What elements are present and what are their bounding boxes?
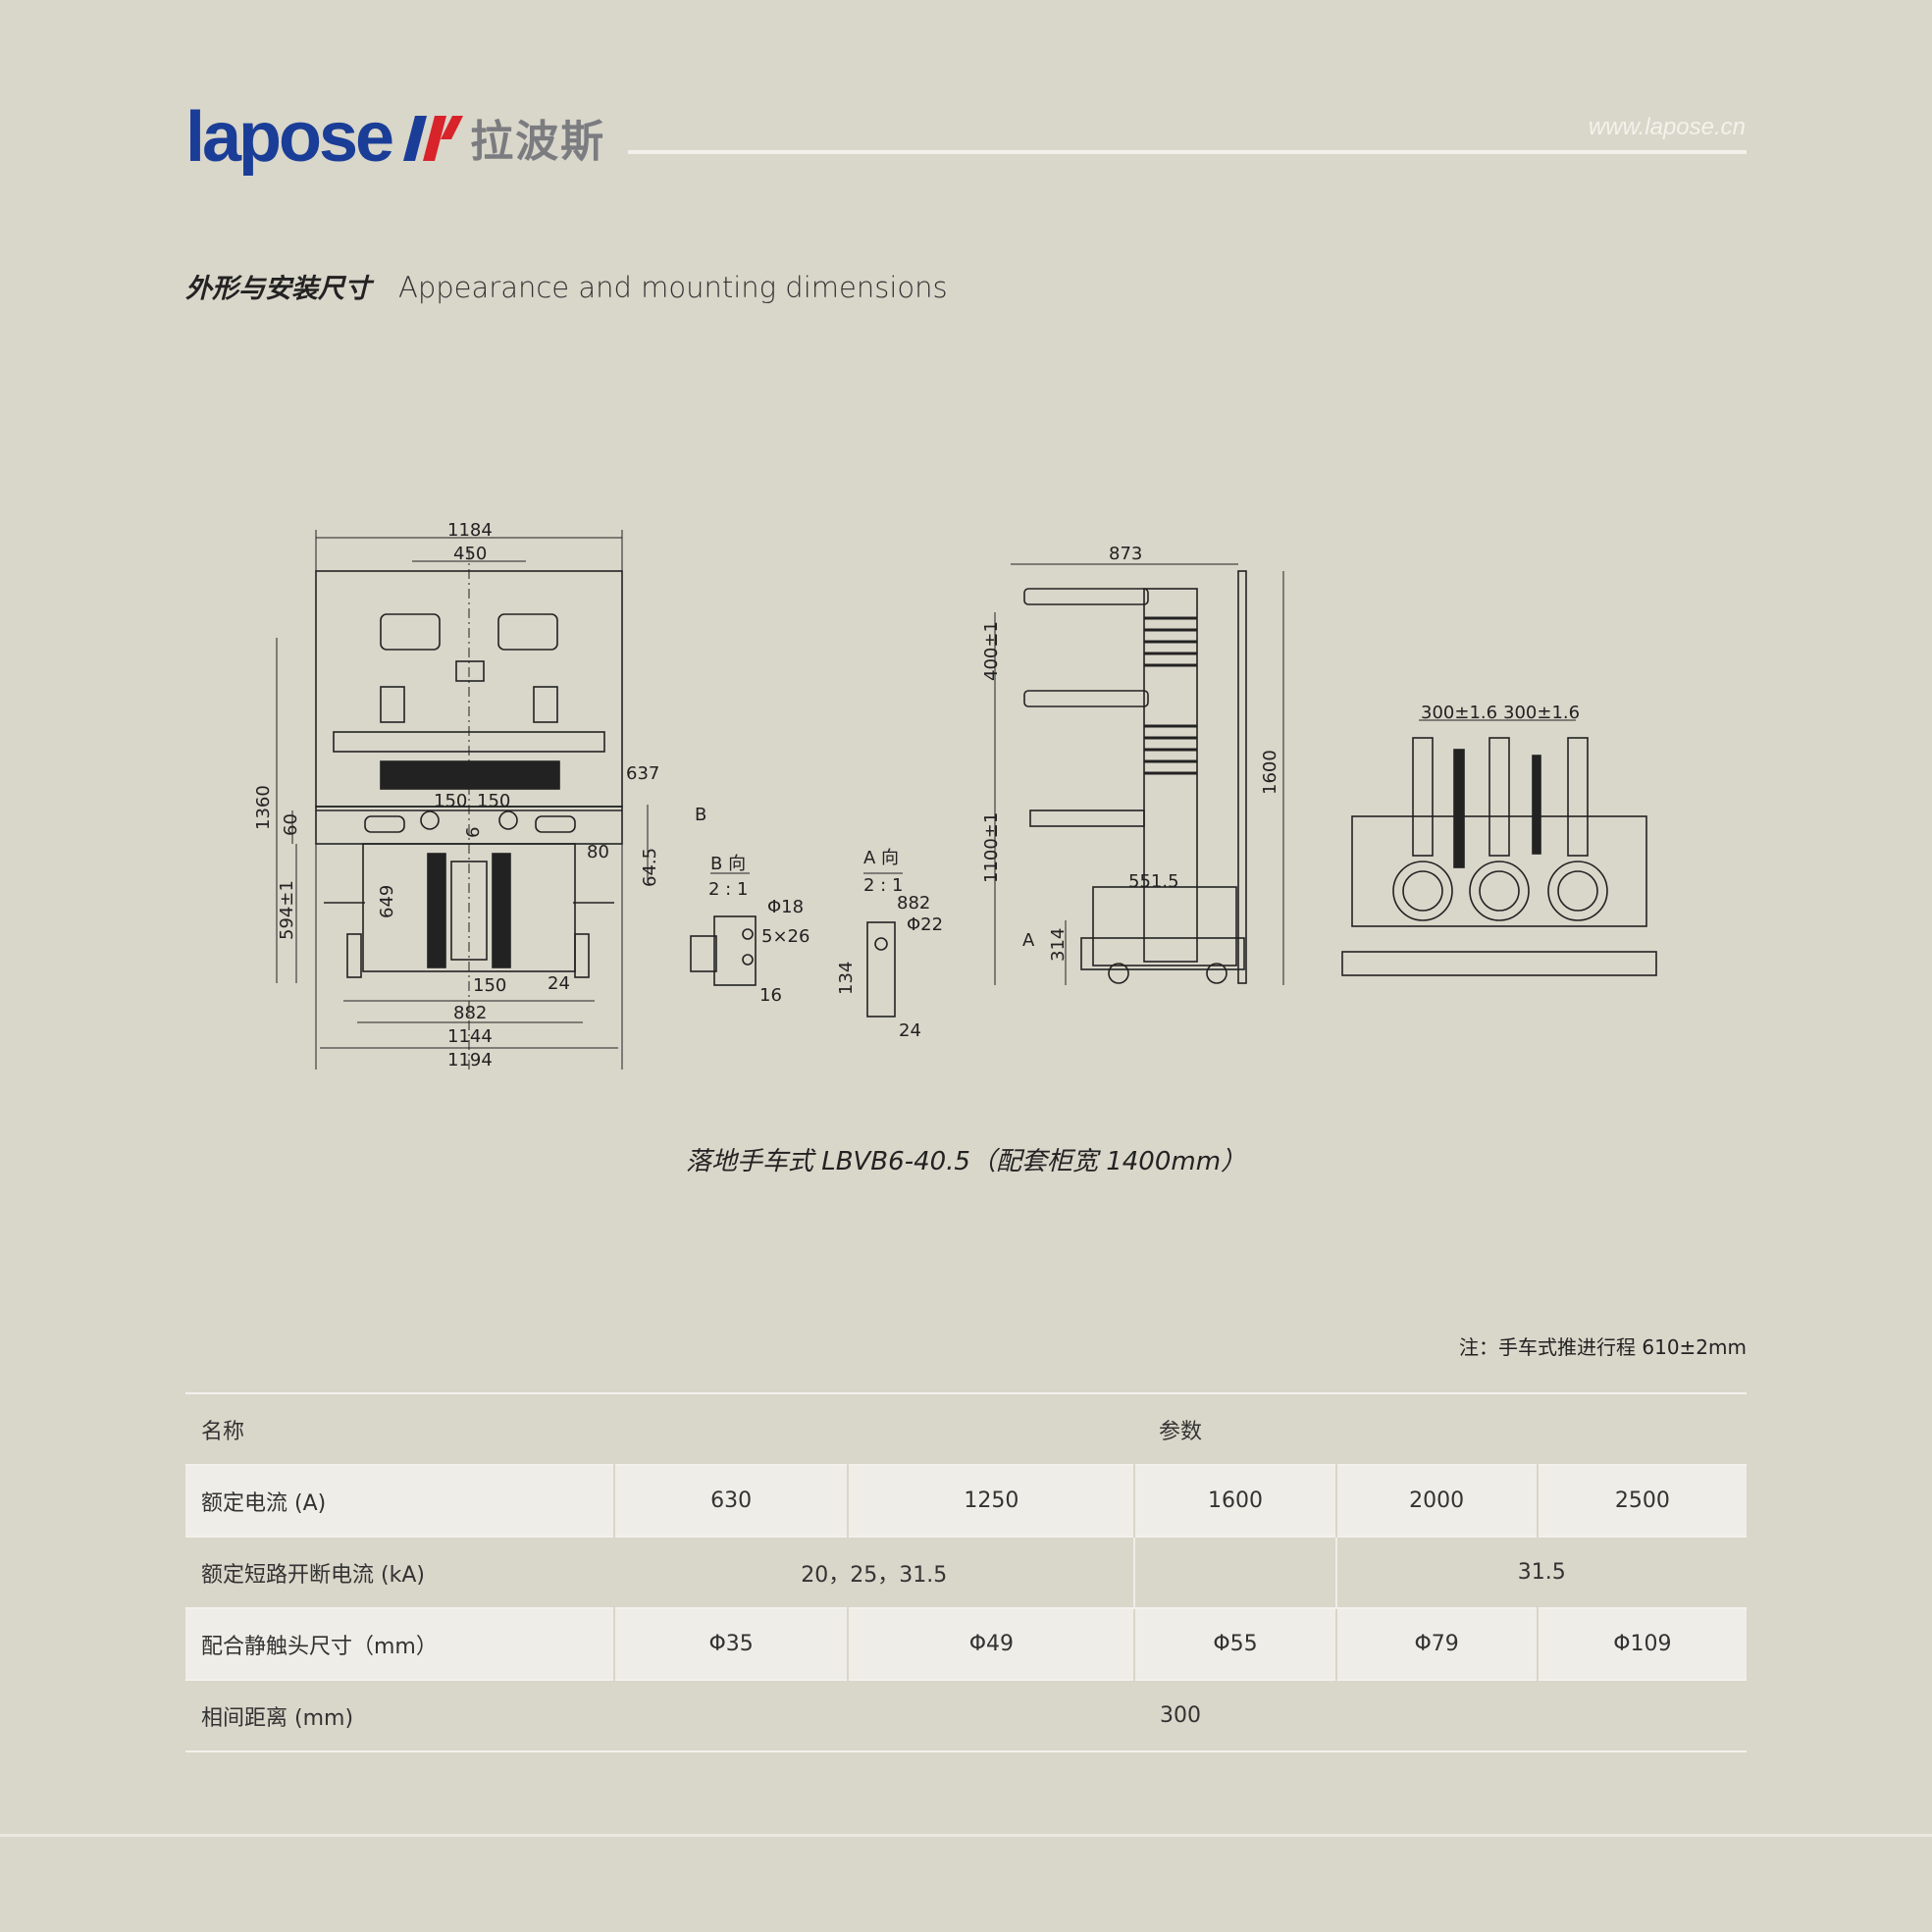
table-cell: 1250 <box>847 1465 1135 1537</box>
lapose-logo[interactable]: lapose 拉波斯 <box>185 98 605 177</box>
dim-1184: 1184 <box>447 520 493 541</box>
table-cell-empty <box>1133 1537 1336 1608</box>
logo-slash-icon <box>403 116 464 161</box>
table-row: 额定短路开断电流 (kA) 20，25，31.5 31.5 <box>185 1537 1747 1608</box>
spec-table: 名称 参数 额定电流 (A) 630 1250 1600 2000 2500 额… <box>185 1392 1747 1752</box>
b-view-scale: 2 : 1 <box>708 879 748 900</box>
table-cell: Φ55 <box>1133 1608 1336 1680</box>
row-label: 额定短路开断电流 (kA) <box>201 1562 425 1588</box>
drawing-caption: 落地手车式 LBVB6-40.5（配套柜宽 1400mm） <box>685 1147 1247 1176</box>
dim-16: 16 <box>759 985 782 1006</box>
table-row: 配合静触头尺寸（mm） Φ35 Φ49 Φ55 Φ79 Φ109 <box>185 1608 1747 1680</box>
row-label: 相间距离 (mm) <box>201 1705 354 1731</box>
table-cell: Φ79 <box>1334 1608 1538 1680</box>
table-cell: 300 <box>1160 1703 1201 1728</box>
dim-637: 637 <box>626 763 659 784</box>
b-view <box>690 872 757 986</box>
dim-551-5: 551.5 <box>1128 871 1179 892</box>
dim-phi22: Φ22 <box>907 914 943 935</box>
section-title-cn: 外形与安装尺寸 <box>185 274 371 304</box>
table-cell: Φ35 <box>612 1608 849 1680</box>
dim-1600: 1600 <box>1260 750 1280 795</box>
a-view-label: A 向 <box>863 848 899 868</box>
dim-1100: 1100±1 <box>981 812 1002 883</box>
dim-882: 882 <box>453 1003 487 1023</box>
dim-24-a: 24 <box>899 1020 921 1041</box>
dim-450: 450 <box>453 544 487 564</box>
row-label: 额定电流 (A) <box>185 1465 614 1537</box>
table-cell: Φ49 <box>847 1608 1135 1680</box>
a-view-labels: A 向 2 : 1 882 Φ22 134 24 <box>836 848 943 1041</box>
a-view <box>863 872 903 1018</box>
dim-873: 873 <box>1109 544 1142 564</box>
dim-5x26: 5×26 <box>761 926 809 947</box>
dim-phi18: Φ18 <box>767 897 804 917</box>
table-cell: 2500 <box>1536 1465 1747 1537</box>
section-title: 外形与安装尺寸 Appearance and mounting dimensio… <box>185 267 948 305</box>
header-name: 名称 <box>201 1419 245 1444</box>
dim-594: 594±1 <box>277 880 297 940</box>
dim-134: 134 <box>836 962 857 995</box>
table-cell: Φ109 <box>1536 1608 1747 1680</box>
a-view-scale: 2 : 1 <box>863 875 903 896</box>
dim-24: 24 <box>548 973 570 994</box>
footer-divider <box>0 1834 1932 1837</box>
logo-wordmark: lapose <box>185 98 394 177</box>
b-view-labels: B 向 2 : 1 Φ18 5×26 16 <box>708 854 809 1006</box>
row-label: 配合静触头尺寸（mm） <box>185 1608 614 1680</box>
dim-1360: 1360 <box>253 785 274 830</box>
header-divider <box>628 150 1747 154</box>
rear-dim-labels: 300±1.6 300±1.6 <box>1421 703 1580 723</box>
table-row: 相间距离 (mm) 300 <box>185 1680 1747 1751</box>
dim-649: 649 <box>377 885 397 918</box>
dim-1144: 1144 <box>447 1026 493 1047</box>
website-link[interactable]: www.lapose.cn <box>1588 114 1746 140</box>
header-params: 参数 <box>1158 1419 1202 1444</box>
table-cell: 2000 <box>1334 1465 1538 1537</box>
rear-view <box>1341 719 1657 976</box>
table-cell: 1600 <box>1133 1465 1336 1537</box>
table-row: 额定电流 (A) 630 1250 1600 2000 2500 <box>185 1465 1747 1537</box>
table-cell: 20，25，31.5 <box>801 1562 948 1588</box>
dim-150-c: 150 <box>473 975 506 996</box>
page-header: lapose 拉波斯 www.lapose.cn <box>0 0 1932 196</box>
b-view-label: B 向 <box>710 854 746 874</box>
dim-400: 400±1 <box>981 621 1002 681</box>
dim-882-a: 882 <box>897 893 930 914</box>
dim-300-b: 300±1.6 <box>1503 703 1580 723</box>
dim-314: 314 <box>1048 928 1069 962</box>
table-cell: 31.5 <box>1334 1537 1747 1608</box>
section-title-en: Appearance and mounting dimensions <box>398 271 948 304</box>
table-cell: 630 <box>612 1465 849 1537</box>
travel-note: 注：手车式推进行程 610±2mm <box>1459 1335 1747 1359</box>
side-dim-labels: 873 400±1 1100±1 1600 551.5 A 314 <box>981 544 1280 962</box>
dim-1194: 1194 <box>447 1050 493 1070</box>
dim-150-b: 150 <box>477 791 510 811</box>
logo-chinese: 拉波斯 <box>470 117 606 167</box>
dim-300-a: 300±1.6 <box>1421 703 1497 723</box>
table-header-row: 名称 参数 <box>185 1393 1747 1465</box>
dim-60: 60 <box>281 813 301 836</box>
dim-b-marker: B <box>695 805 706 825</box>
side-view <box>994 563 1284 985</box>
front-dim-labels: 1184 450 1360 60 594±1 649 150 150 6 637… <box>253 520 706 1070</box>
dimension-drawing: 1184 450 1360 60 594±1 649 150 150 6 637… <box>253 520 1657 1070</box>
dim-64-5: 64.5 <box>640 848 660 887</box>
dim-a-marker: A <box>1022 930 1035 951</box>
dim-150-a: 150 <box>434 791 467 811</box>
dim-6: 6 <box>463 827 484 838</box>
dim-80: 80 <box>587 842 609 862</box>
front-view <box>276 530 649 1070</box>
